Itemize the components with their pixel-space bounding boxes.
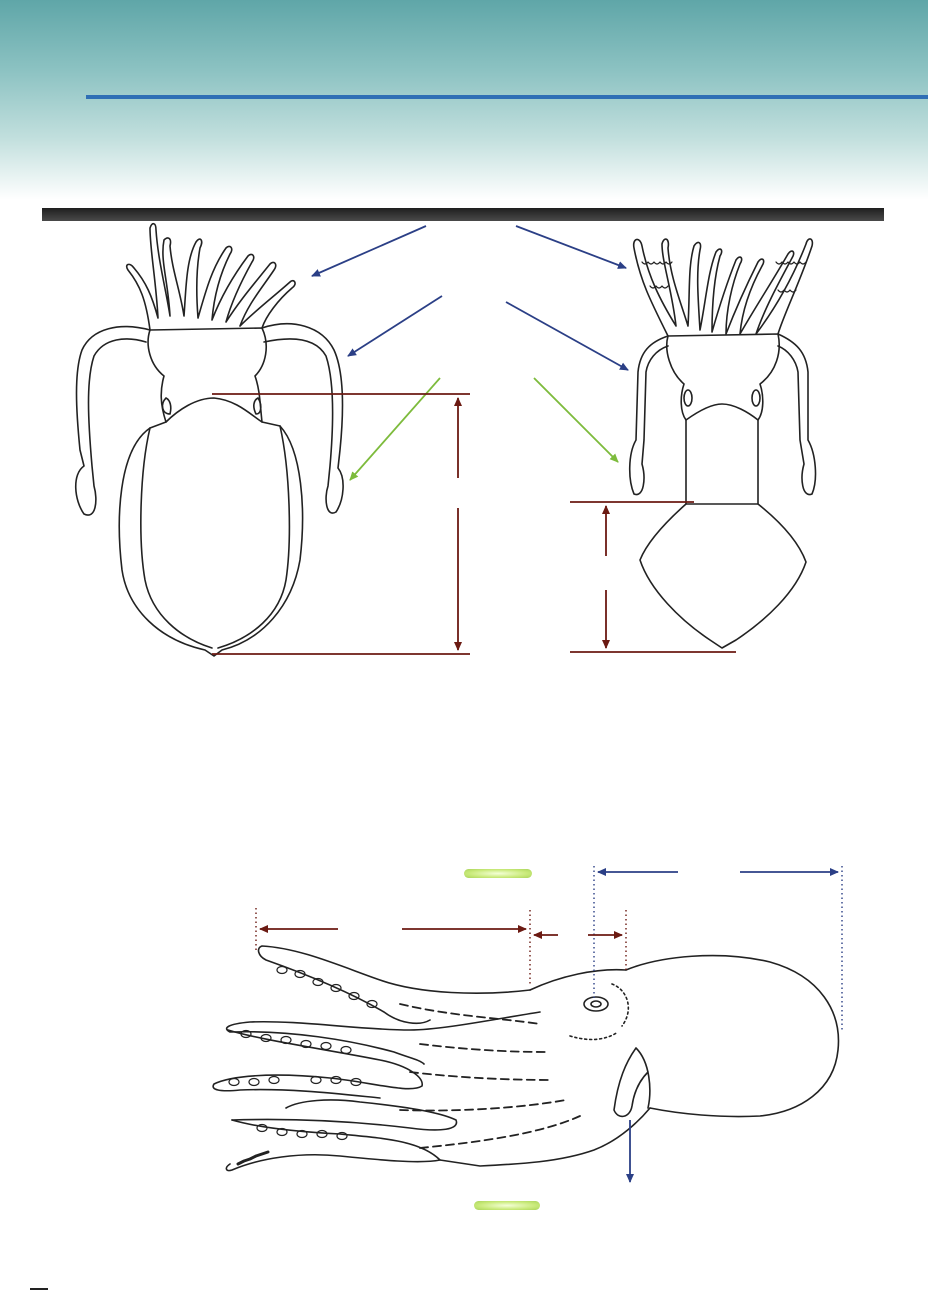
cuttlefish-eye-left [161,397,172,415]
section-bar [42,208,884,221]
octopus-mantle [625,954,840,1118]
octopus-eye [583,996,609,1012]
squid-tentacle-left [628,335,669,496]
squid-eye-left [683,389,693,407]
arrow-arms-right [515,225,627,269]
mantle-length-dimensions [212,393,736,655]
pointer-arrows [311,225,629,481]
octopus-arm-3 [212,1029,423,1099]
cuttlefish-head [147,327,267,423]
octopus-arm-1 [257,945,531,1025]
squid-drawing [628,238,817,649]
cephalopod-comparison-figure [74,222,817,657]
cuttlefish-tentacle-left [74,325,151,516]
arrow-club-left [349,377,441,481]
octopus-arm-5 [225,1119,441,1172]
label-pill-bottom [474,1201,540,1210]
squid-mantle-fin [639,503,807,649]
arrow-arms-left [311,225,427,277]
label-pill-top [464,869,532,878]
octopus-siphon [613,1047,651,1118]
octopus-dimension-arrows [259,868,839,1183]
arrow-tentacle-right [505,301,629,371]
arrow-tentacle-left [347,295,443,357]
squid-eye-right [751,389,761,407]
squid-head [666,333,780,421]
octopus-arm-2 [225,1011,541,1065]
octopus-arm-4 [231,1099,458,1131]
cuttlefish-mantle [118,397,304,657]
cuttlefish-tentacle-right [261,323,344,514]
squid-tentacle-right [777,333,817,496]
cuttlefish-arms [125,222,296,331]
header-rule [86,95,928,99]
cuttlefish-eye-right [253,397,262,415]
octopus-suckers [228,965,378,1166]
octopus-head [439,968,651,1167]
octopus-reference-lines [255,866,843,1030]
octopus-drawing [212,945,840,1172]
squid-arms [632,238,814,337]
cuttlefish-drawing [74,222,344,657]
page-mark [30,1288,48,1290]
arrow-club-right [533,377,619,463]
header-band [0,0,928,200]
squid-body [685,419,759,505]
